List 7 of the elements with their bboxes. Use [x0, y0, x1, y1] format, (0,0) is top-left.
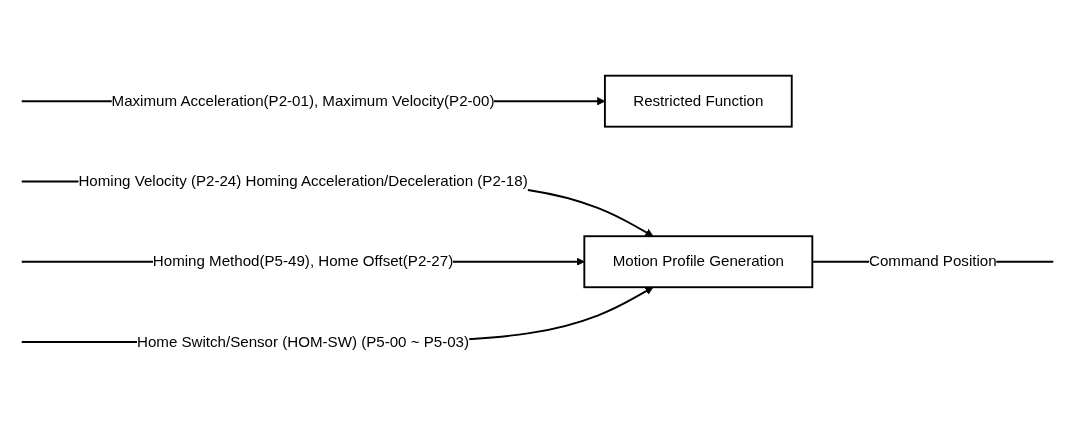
edge-label: Command Position	[868, 253, 997, 270]
edge-label: Homing Velocity (P2-24) Homing Acceleration/Deceleration (P2-18)	[78, 172, 528, 189]
edge-label: Homing Method(P5-49), Home Offset(P2-27)	[152, 253, 454, 270]
node-box: Motion Profile Generation	[583, 235, 814, 289]
edge-label: Maximum Acceleration(P2-01), Maximum Velocity(P2-00)	[111, 92, 495, 109]
edge-label: Home Switch/Sensor (HOM-SW) (P5-00 ~ P5-03)	[136, 333, 470, 350]
node-box: Restricted Function	[603, 74, 793, 128]
